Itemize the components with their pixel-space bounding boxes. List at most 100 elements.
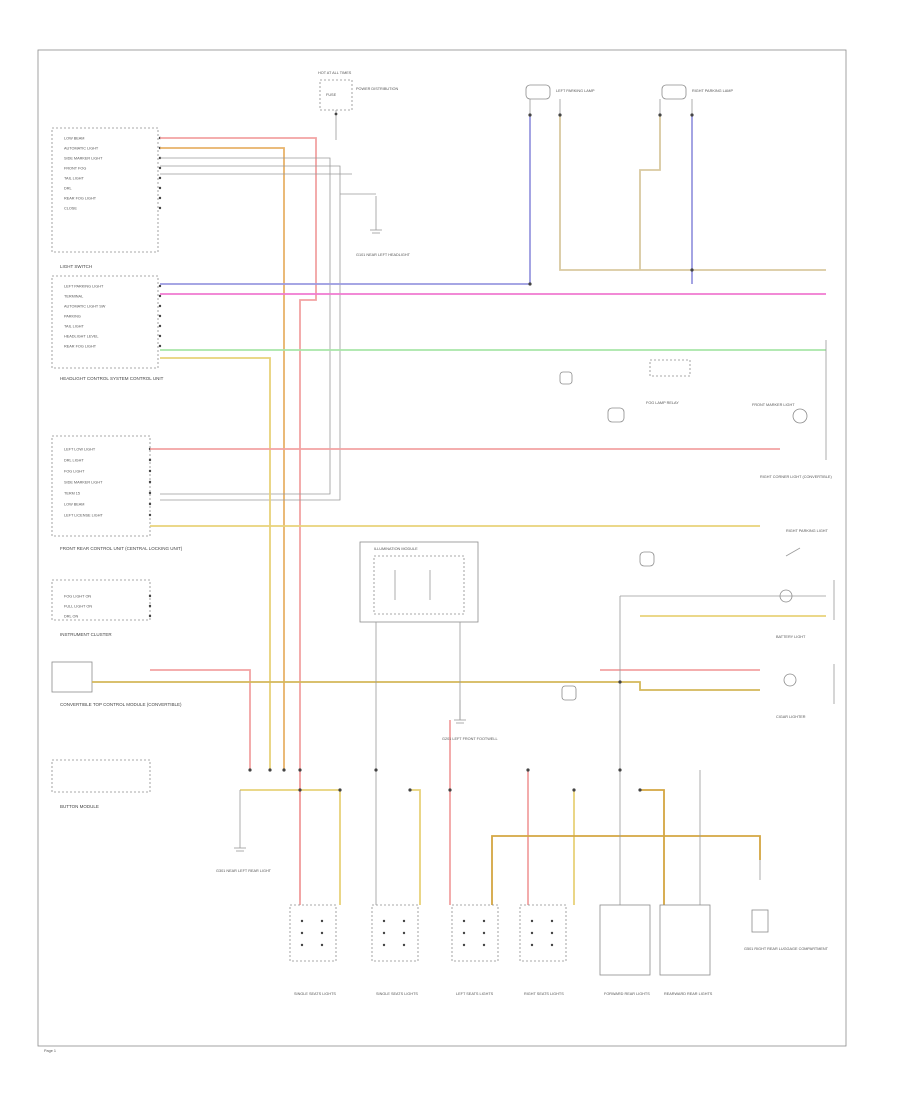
switch-contact	[402, 943, 406, 947]
front-module-pin-label: DRL LIGHT	[64, 459, 84, 463]
illumination-module: ILLUMINATION MODULE	[359, 541, 479, 623]
ground-g301: G301 NEAR LEFT REAR LIGHT	[216, 820, 272, 873]
front-module-pin	[148, 491, 152, 495]
light-switch-pin	[158, 166, 162, 170]
svg-text:POWER DISTRIBUTION: POWER DISTRIBUTION	[356, 87, 398, 91]
button-module: BUTTON MODULE	[51, 759, 151, 809]
light-switch-pin-label: TAIL LIGHT	[64, 177, 85, 181]
convertible-top-module: CONVERTIBLE TOP CONTROL MODULE (CONVERTI…	[51, 661, 182, 707]
light-switch-pin-label: AUTOMATIC LIGHT	[64, 147, 99, 151]
battery-light-label: BATTERY LIGHT	[776, 635, 806, 639]
light-switch-pin-label: DRL	[64, 187, 72, 191]
svg-text:G501 RIGHT REAR LUGGAGE COMPAR: G501 RIGHT REAR LUGGAGE COMPARTMENT	[744, 947, 829, 951]
front-module-pin-label: LOW BEAM	[64, 503, 84, 507]
seat-switch-label: REARWARD REAR LIGHTS	[664, 992, 713, 996]
light-switch-pin-label: LOW BEAM	[64, 137, 84, 141]
switch-contact	[320, 943, 324, 947]
grounds: G101 NEAR LEFT HEADLIGHT G201 LEFT FRONT…	[216, 196, 829, 951]
light-switch-title: LIGHT SWITCH	[60, 264, 92, 269]
svg-text:G201 LEFT FRONT FOOTWELL: G201 LEFT FRONT FOOTWELL	[442, 737, 498, 741]
instrument-cluster-title: INSTRUMENT CLUSTER	[60, 632, 112, 637]
diagram-frame	[37, 49, 847, 1047]
seat-switch-box	[371, 904, 419, 962]
light-switch: LIGHT SWITCH LOW BEAM AUTOMATIC LIGHT SIDE…	[51, 127, 162, 269]
right-parking-label: RIGHT PARKING LIGHT	[786, 529, 829, 533]
left-parking-lamp-label: LEFT PARKING LAMP	[556, 89, 595, 93]
head-ctrl-pin-label: AUTOMATIC LIGHT SW	[64, 305, 106, 309]
left-parking-lamp: LEFT PARKING LAMP	[525, 84, 595, 115]
front-module-pin	[148, 502, 152, 506]
front-module-pin	[148, 513, 152, 517]
headlight-control-unit: HEADLIGHT CONTROL SYSTEM CONTROL UNIT LE…	[51, 275, 164, 381]
front-module-pin	[148, 480, 152, 484]
head-ctrl-pin	[158, 294, 162, 298]
right-parking-lamp: RIGHT PARKING LAMP	[659, 84, 733, 115]
switch-contact	[300, 943, 304, 947]
light-switch-pin	[158, 176, 162, 180]
cluster-pin-label: FULL LIGHT ON	[64, 605, 92, 609]
head-ctrl-pin	[158, 324, 162, 328]
top-fuse: HOT AT ALL TIMES FUSE POWER DISTRIBUTION	[318, 71, 398, 140]
svg-text:FUSE: FUSE	[326, 93, 337, 97]
right-corner-label: RIGHT CORNER LIGHT (CONVERTIBLE)	[760, 475, 832, 479]
seat-switch-box	[519, 904, 567, 962]
ground-g101: G101 NEAR LEFT HEADLIGHT	[356, 196, 411, 257]
head-ctrl-pin	[158, 284, 162, 288]
fog-relay-label: FOG LAMP RELAY	[646, 401, 679, 405]
head-ctrl-pin	[158, 334, 162, 338]
wire-orange-feed	[160, 147, 285, 770]
light-switch-pin	[158, 196, 162, 200]
seat-switch-label: FORWARD REAR LIGHTS	[604, 992, 650, 996]
switch-contact	[530, 943, 534, 947]
switch-contact	[300, 919, 304, 923]
front-module-pin-label: LEFT LICENSE LIGHT	[64, 514, 103, 518]
seat-switch-label: RIGHT SEATS LIGHTS	[524, 992, 564, 996]
cluster-pin-label: FOG LIGHT ON	[64, 595, 91, 599]
cluster-pin	[148, 594, 152, 598]
light-switch-pin-label: SIDE MARKER LIGHT	[64, 157, 103, 161]
head-ctrl-pin-label: PARKING	[64, 315, 81, 319]
light-switch-pin	[158, 186, 162, 190]
switch-contact	[320, 919, 324, 923]
wire-blue-main	[160, 115, 531, 285]
switch-contact	[550, 931, 554, 935]
light-switch-pin-label: CLOSE	[64, 207, 77, 211]
right-components: FRONT MARKER LIGHT RIGHT CORNER LIGHT (C…	[559, 340, 835, 719]
seat-switch-label: SINGLE SEATS LIGHTS	[294, 992, 336, 996]
svg-text:G301 NEAR LEFT REAR LIGHT: G301 NEAR LEFT REAR LIGHT	[216, 869, 272, 873]
front-module-pin-label: SIDE MARKER LIGHT	[64, 481, 103, 485]
front-module-pin	[148, 469, 152, 473]
instrument-cluster: INSTRUMENT CLUSTER FOG LIGHT ON FULL LIGH…	[51, 579, 152, 637]
switch-contact	[530, 931, 534, 935]
switch-contact	[462, 943, 466, 947]
front-module-pin-label: LEFT LOW LIGHT	[64, 448, 96, 452]
seat-switch-box	[289, 904, 337, 962]
wire-gray-2	[160, 165, 341, 501]
light-switch-pin	[158, 206, 162, 210]
switch-contact	[550, 919, 554, 923]
splices	[248, 113, 694, 792]
head-ctrl-pin-label: TAIL LIGHT	[64, 325, 85, 329]
switch-contact	[402, 919, 406, 923]
seat-switch-box	[659, 904, 711, 976]
switch-contact	[530, 919, 534, 923]
switch-contact	[382, 943, 386, 947]
switch-contact	[462, 931, 466, 935]
head-ctrl-pin-label: TERMINAL	[64, 295, 83, 299]
head-ctrl-pin-label: HEADLIGHT LEVEL	[64, 335, 99, 339]
front-module-title: FRONT REAR CONTROL UNIT (CENTRAL LOCKING…	[60, 546, 183, 551]
switch-contact	[482, 931, 486, 935]
ground-g201: G201 LEFT FRONT FOOTWELL	[442, 700, 498, 741]
switch-contact	[382, 919, 386, 923]
svg-text:G101 NEAR LEFT HEADLIGHT: G101 NEAR LEFT HEADLIGHT	[356, 253, 411, 257]
wire-red-feed	[160, 137, 317, 900]
seat-switch-label: SINGLE SEATS LIGHTS	[376, 992, 418, 996]
front-marker-label: FRONT MARKER LIGHT	[752, 403, 795, 407]
right-parking-lamp-label: RIGHT PARKING LAMP	[692, 89, 733, 93]
front-module-pin	[148, 458, 152, 462]
cluster-pin	[148, 614, 152, 618]
headlight-control-title: HEADLIGHT CONTROL SYSTEM CONTROL UNIT	[60, 376, 164, 381]
front-rear-control-unit: FRONT REAR CONTROL UNIT (CENTRAL LOCKING…	[51, 435, 183, 551]
